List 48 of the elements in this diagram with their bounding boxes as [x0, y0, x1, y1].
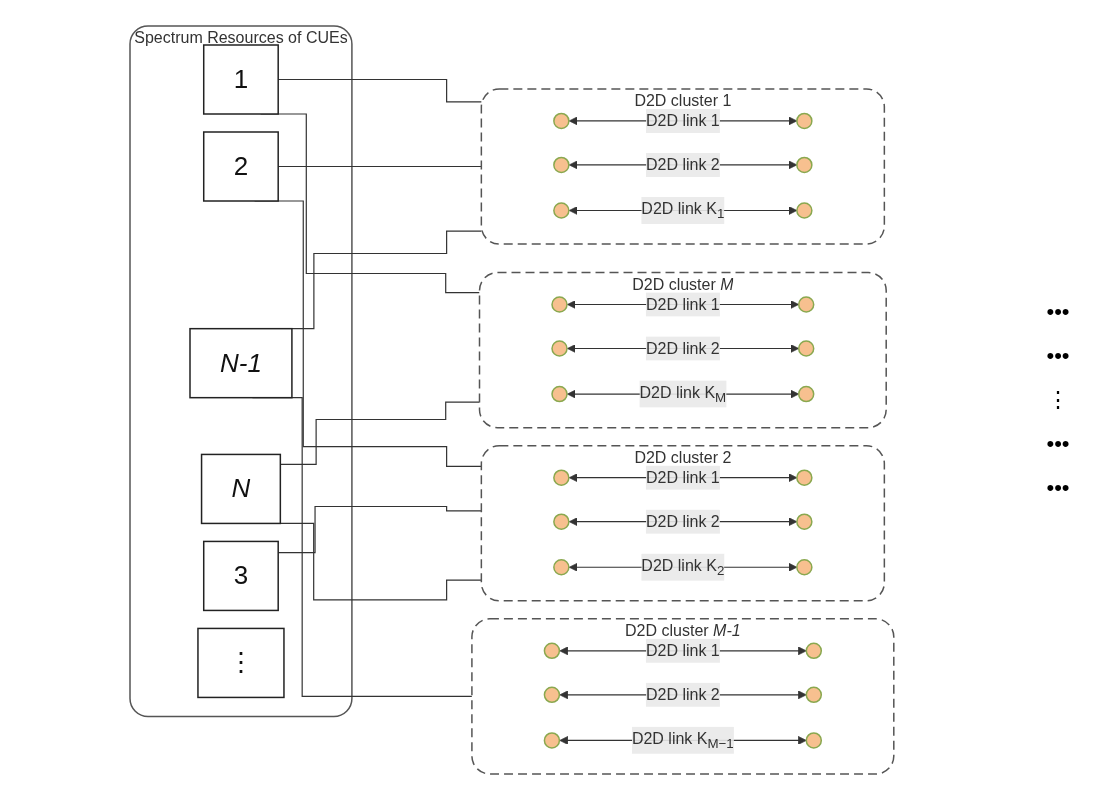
node-box: 3: [202, 540, 279, 612]
node-circle: [795, 156, 813, 174]
node-circle: [795, 559, 813, 576]
node-box: 2: [202, 131, 279, 202]
node-box: ⋮: [196, 627, 285, 699]
node-circle: [552, 112, 570, 130]
connector: [279, 401, 480, 465]
ellipsis-label: ⋮: [1047, 387, 1069, 413]
node-circle: [797, 340, 815, 357]
node-circle: [795, 469, 813, 486]
node-circle: [797, 385, 815, 403]
edge-label: D2D link 2: [645, 512, 720, 530]
node-circle: [552, 559, 570, 576]
node-box: 1: [202, 44, 279, 115]
edge-label: D2D link 1: [645, 295, 720, 313]
ellipsis-label: •••: [1046, 343, 1070, 369]
edge-label: D2D link 2: [645, 685, 720, 703]
edge-label: D2D link K$_{M}$: [639, 383, 726, 405]
node-box: N-1: [188, 327, 293, 399]
node-circle: [543, 732, 560, 749]
ellipsis-label: •••: [1046, 475, 1070, 501]
node-circle: [805, 732, 822, 749]
edge-label: D2D link 1: [645, 468, 720, 486]
edge-label: D2D link 2: [645, 339, 720, 357]
node-circle: [552, 469, 570, 486]
node-circle: [795, 513, 813, 530]
node-circle: [797, 296, 815, 313]
edge-label: D2D link 1: [645, 641, 720, 659]
ellipsis-label: •••: [1046, 431, 1070, 457]
edge-label: D2D link K$_{M−1}$: [631, 729, 734, 752]
node-circle: [552, 156, 570, 174]
node-circle: [550, 340, 568, 357]
node-circle: [805, 642, 822, 660]
edge-label: D2D link K$_{1}$: [640, 199, 724, 222]
node-circle: [795, 202, 813, 219]
node-circle: [543, 642, 560, 660]
node-circle: [552, 513, 570, 530]
node-circle: [552, 202, 570, 219]
edge-label: D2D link 2: [645, 155, 720, 173]
node-circle: [805, 686, 822, 704]
edge-label: D2D link K$_{2}$: [640, 556, 724, 578]
node-circle: [543, 686, 560, 704]
node-circle: [795, 112, 813, 130]
node-circle: [550, 296, 568, 313]
edge-label: D2D link 1: [645, 111, 720, 129]
ellipsis-label: •••: [1046, 299, 1070, 325]
node-circle: [550, 385, 568, 403]
node-box: N: [200, 453, 281, 525]
